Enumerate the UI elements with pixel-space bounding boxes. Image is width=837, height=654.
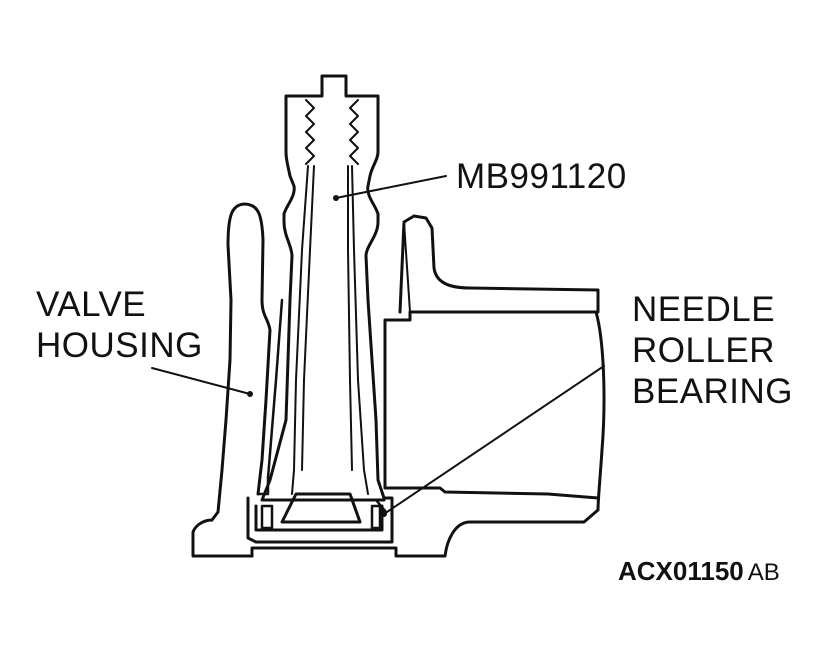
tool-thread-right: [349, 99, 359, 165]
figure-code-suffix: AB: [747, 559, 780, 586]
bearing-label-line3: BEARING: [632, 372, 794, 411]
tool-tip-cone: [280, 492, 362, 524]
leader-valve-housing: [151, 367, 251, 395]
valve-housing-upper-flange: [398, 214, 600, 314]
leader-tool: [335, 175, 447, 199]
leader-valve-housing-dot: [247, 391, 253, 397]
figure-code-main: ACX01150: [618, 556, 744, 586]
bearing-cup: [246, 496, 394, 544]
bearing-label-line1: NEEDLE: [632, 290, 776, 329]
valve-housing-label-line1: VALVE: [36, 285, 147, 324]
needle-roller-bearing: [260, 498, 388, 530]
valve-housing-flange-detail: [403, 221, 411, 321]
bearing-label-line2: ROLLER: [632, 331, 776, 370]
valve-housing-left-wall: [191, 202, 272, 558]
valve-housing-base: [250, 508, 600, 558]
tool-thread-left: [305, 99, 315, 165]
tool-outer-outline: [260, 74, 386, 502]
leader-bearing: [383, 365, 605, 515]
tool-label: MB991120: [456, 157, 627, 196]
valve-housing-label-line2: HOUSING: [36, 326, 203, 365]
tool-shaft-lines: [291, 165, 369, 495]
leader-tool-dot: [333, 195, 339, 201]
valve-housing-right-body: [383, 310, 606, 512]
leader-bearing-dot: [381, 511, 387, 517]
